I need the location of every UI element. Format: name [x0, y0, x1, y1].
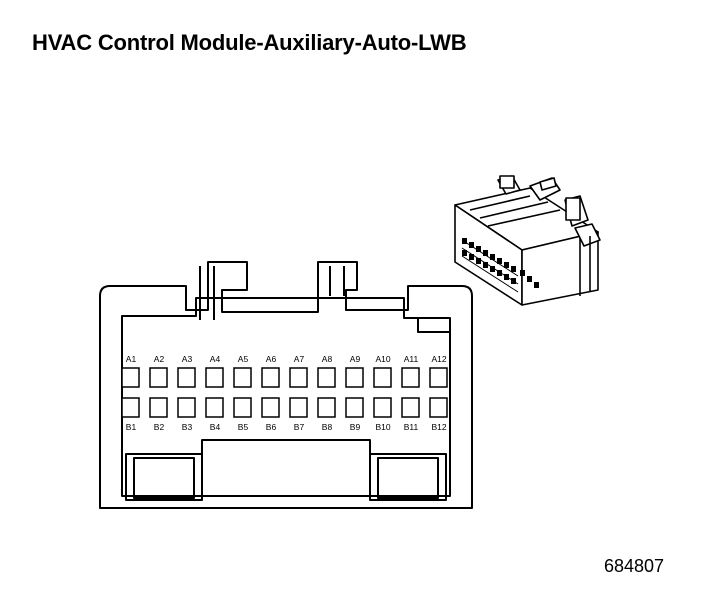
pin-b3 [177, 397, 196, 418]
pin-label-b7: B7 [294, 422, 305, 432]
connector-face [99, 261, 473, 509]
pin-b8 [317, 397, 336, 418]
pin-b1 [121, 397, 140, 418]
diagram-title: HVAC Control Module-Auxiliary-Auto-LWB [32, 30, 467, 55]
pin-a4 [205, 367, 224, 388]
pin-b10 [373, 397, 392, 418]
pin-label-b2: B2 [154, 422, 165, 432]
pin-b7 [289, 397, 308, 418]
pin-label-a6: A6 [266, 354, 277, 364]
pin-label-b3: B3 [182, 422, 193, 432]
pin-a1 [121, 367, 140, 388]
pin-a6 [261, 367, 280, 388]
pin-label-b8: B8 [322, 422, 333, 432]
pin-label-b9: B9 [350, 422, 361, 432]
pin-labels-row-b: B1 B2 B3 B4 B5 B6 B7 B8 B9 B10 B11 B12 [126, 422, 447, 432]
pin-label-a4: A4 [210, 354, 221, 364]
pin-label-a3: A3 [182, 354, 193, 364]
figure-number: 684807 [604, 556, 665, 576]
pin-b4 [205, 397, 224, 418]
pin-label-b11: B11 [404, 422, 419, 432]
pin-label-b12: B12 [431, 422, 446, 432]
pin-label-a7: A7 [294, 354, 305, 364]
pin-b6 [261, 397, 280, 418]
pin-b9 [345, 397, 364, 418]
pin-label-a8: A8 [322, 354, 333, 364]
pin-label-a12: A12 [431, 354, 446, 364]
pin-a2 [149, 367, 168, 388]
pin-label-b1: B1 [126, 422, 137, 432]
pin-a3 [177, 367, 196, 388]
pin-label-b5: B5 [238, 422, 249, 432]
pin-labels-row-a: A1 A2 A3 A4 A5 A6 A7 A8 A9 A10 A11 A12 [126, 354, 447, 364]
pin-a9 [345, 367, 364, 388]
pin-label-b10: B10 [375, 422, 390, 432]
pin-b11 [401, 397, 420, 418]
pin-row-a [121, 367, 448, 388]
pin-label-a10: A10 [375, 354, 390, 364]
pin-label-a2: A2 [154, 354, 165, 364]
pin-label-a11: A11 [404, 354, 419, 364]
pin-b5 [233, 397, 252, 418]
pin-a12 [429, 367, 448, 388]
pin-label-a5: A5 [238, 354, 249, 364]
pin-b2 [149, 397, 168, 418]
pin-a11 [401, 367, 420, 388]
pin-label-a1: A1 [126, 354, 137, 364]
pin-label-b4: B4 [210, 422, 221, 432]
pin-a5 [233, 367, 252, 388]
pin-row-b [121, 397, 448, 418]
connector-3d-illustration [454, 175, 601, 306]
pin-label-b6: B6 [266, 422, 277, 432]
pin-a7 [289, 367, 308, 388]
pin-b12 [429, 397, 448, 418]
pin-a8 [317, 367, 336, 388]
pin-label-a9: A9 [350, 354, 361, 364]
pin-a10 [373, 367, 392, 388]
